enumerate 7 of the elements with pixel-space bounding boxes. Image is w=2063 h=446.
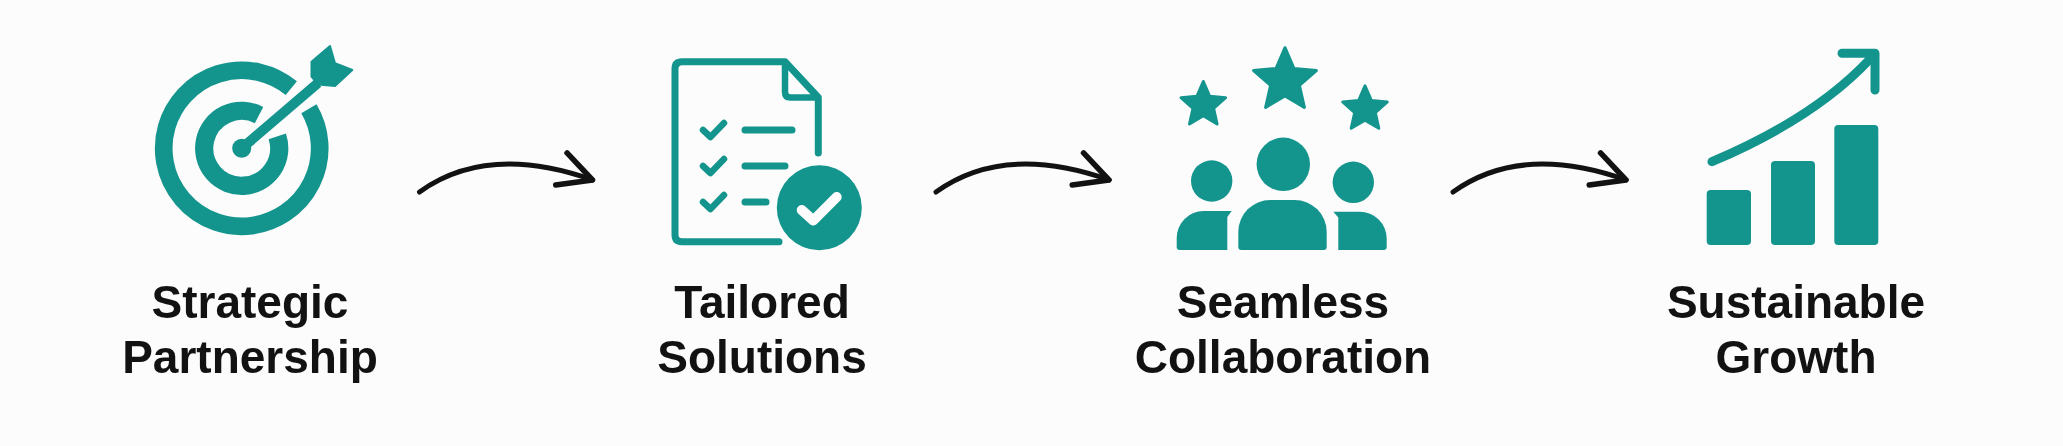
step-label: Sustainable Growth (1665, 275, 1927, 385)
arrow (417, 150, 596, 195)
step-label: Tailored Solutions (656, 275, 868, 385)
step-label: Seamless Collaboration (1133, 275, 1433, 385)
step-label: Strategic Partnership (121, 275, 379, 385)
arrow (1450, 150, 1629, 195)
arrow (933, 150, 1112, 195)
